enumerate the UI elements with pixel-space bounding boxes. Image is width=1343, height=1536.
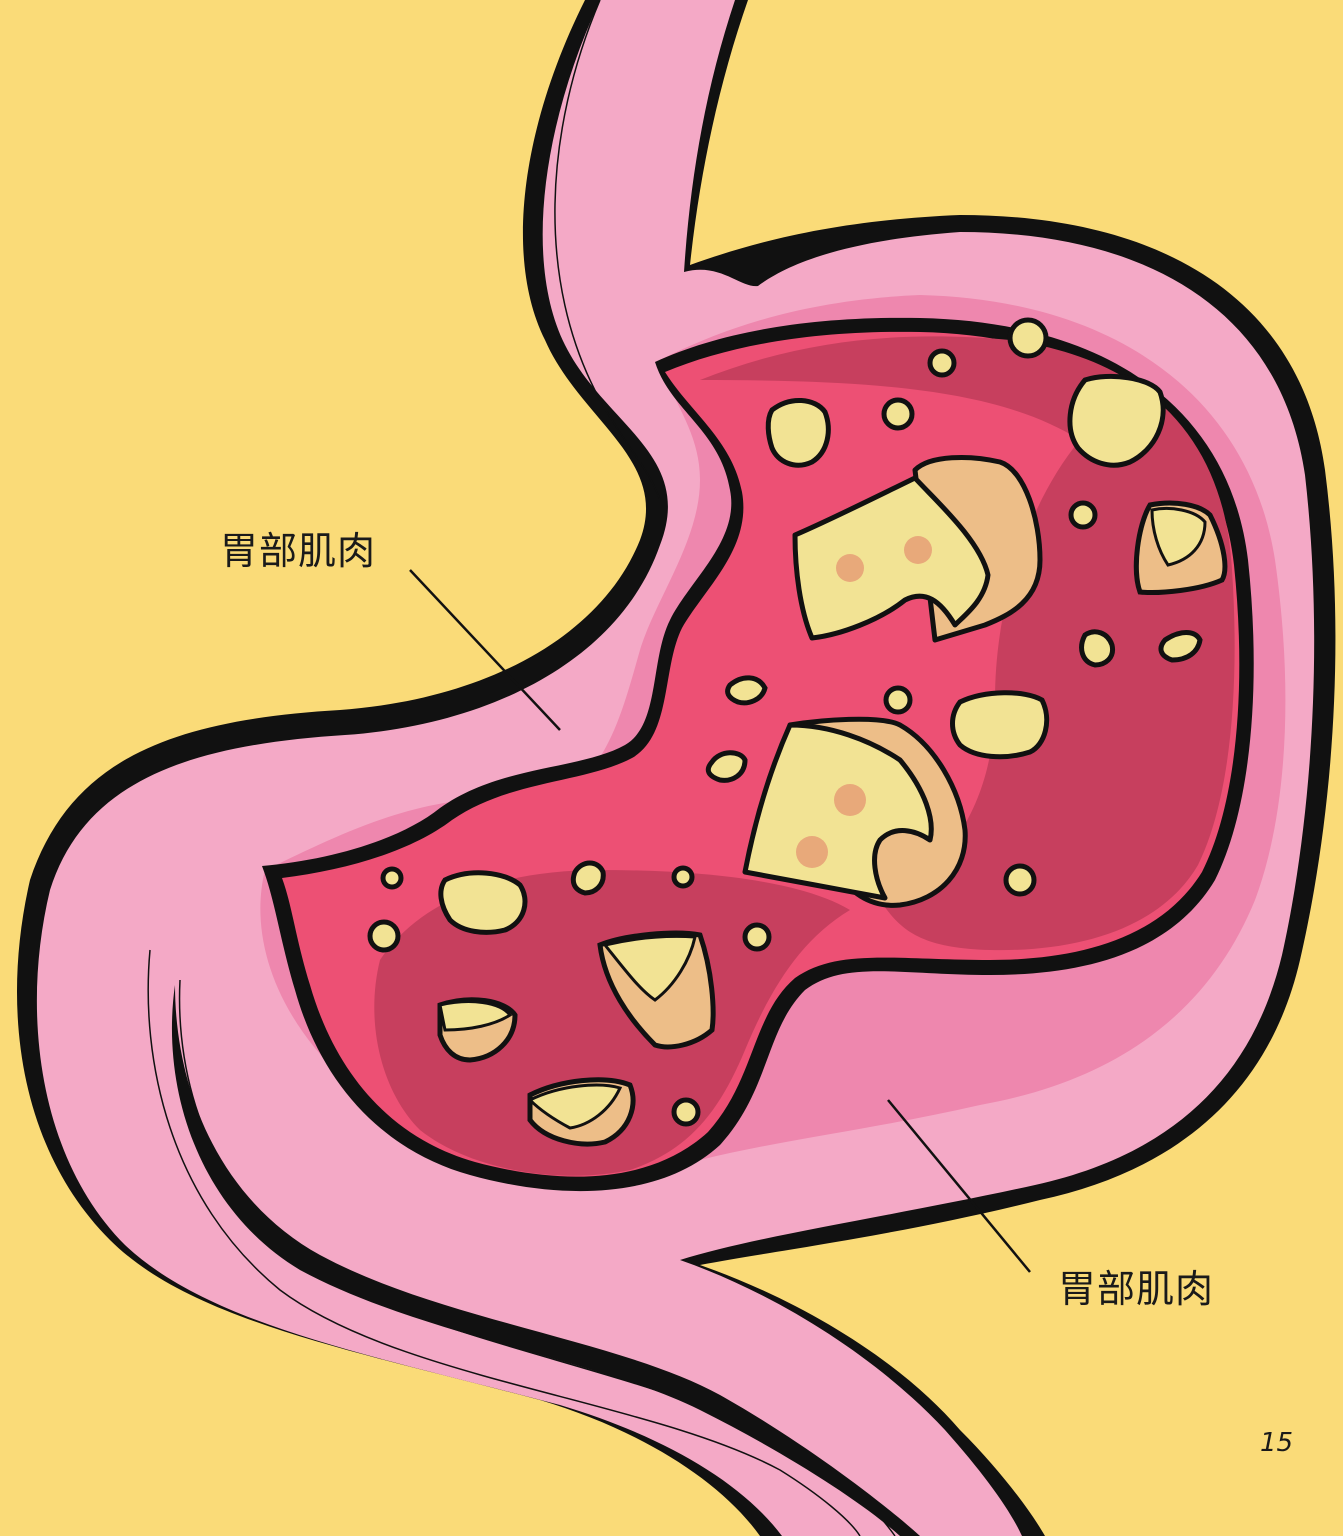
food-chunk-medium-2 (768, 400, 828, 465)
food-chunk-small-4 (708, 753, 745, 781)
food-chunk-medium-4 (953, 693, 1047, 757)
food-particle (370, 922, 398, 950)
food-particle (674, 868, 692, 886)
food-chunk-small-1 (1082, 632, 1113, 665)
food-particle (1006, 866, 1034, 894)
label-stomach-muscle-lower: 胃部肌肉 (1058, 1258, 1214, 1313)
food-chunk-medium-3 (1136, 503, 1225, 592)
food-particle (886, 688, 910, 712)
food-chunk-small-5 (573, 863, 603, 893)
page-number: 15 (1260, 1428, 1293, 1458)
food-particle (884, 400, 912, 428)
food-particle (1071, 503, 1095, 527)
food-particle (745, 925, 769, 949)
food-particle (930, 351, 954, 375)
food-particle (383, 869, 401, 887)
food-chunk-medium-8 (530, 1080, 633, 1144)
food-particle (674, 1100, 698, 1124)
food-chunk-medium-5 (441, 873, 525, 932)
food-particle (1010, 320, 1046, 356)
label-stomach-muscle-upper: 胃部肌肉 (220, 520, 376, 575)
food-chunk-small-3 (728, 678, 765, 703)
